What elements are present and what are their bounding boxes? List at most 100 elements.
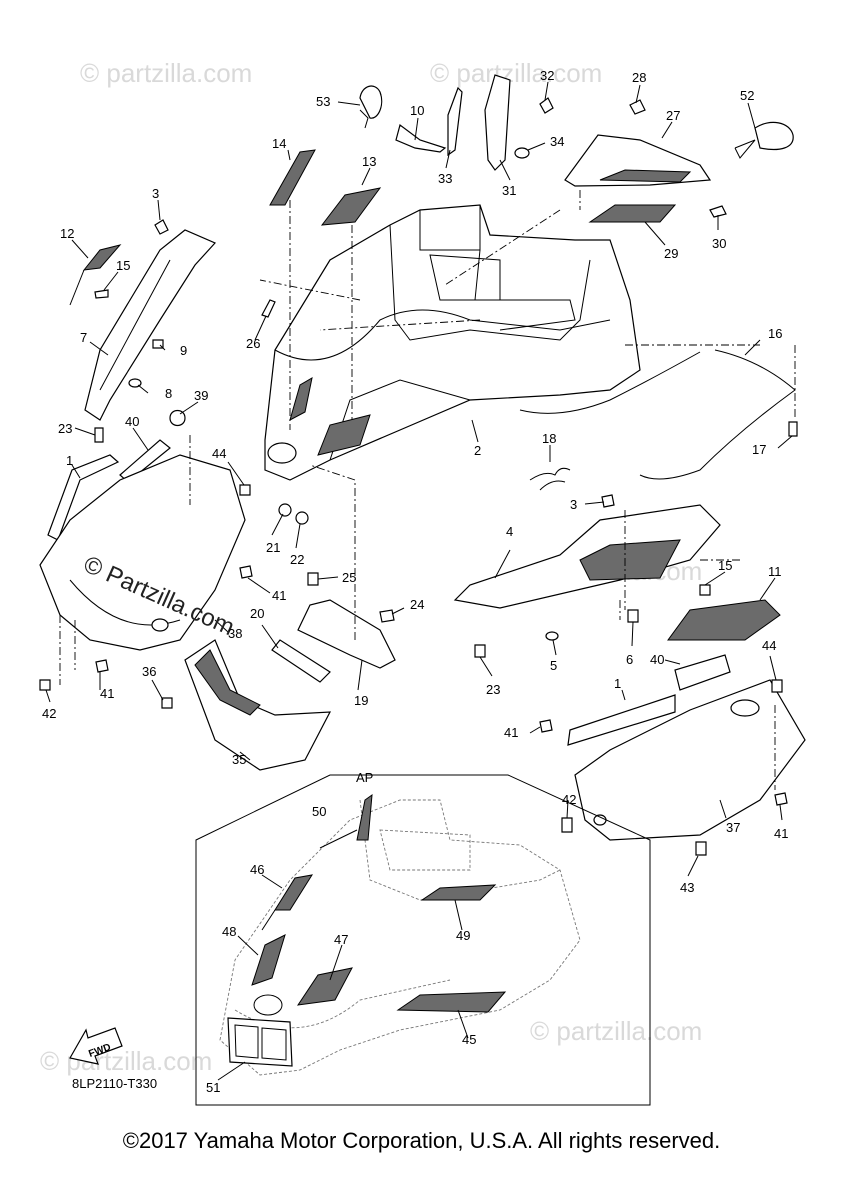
copyright-notice: ©2017 Yamaha Motor Corporation, U.S.A. A… <box>122 1128 721 1153</box>
part-label-41a: 41 <box>272 588 286 603</box>
clip-part-15b <box>699 584 711 596</box>
bolt-part-36 <box>161 697 173 709</box>
part-label-43: 43 <box>680 880 694 895</box>
part-label-42b: 42 <box>562 792 576 807</box>
part-label-12: 12 <box>60 226 74 241</box>
mirror-part-53 <box>359 85 383 119</box>
part-label-20: 20 <box>250 606 264 621</box>
part-label-21: 21 <box>266 540 280 555</box>
fwd-arrow-icon: FWD <box>69 1027 123 1065</box>
strip-part-40b <box>674 654 731 691</box>
vent-part-12 <box>82 244 122 271</box>
clip-part-41c <box>539 719 553 733</box>
part-label-30: 30 <box>712 236 726 251</box>
vent-part-45 <box>396 991 507 1013</box>
part-label-46: 46 <box>250 862 264 877</box>
watermark-faint: © partzilla.com <box>40 1046 212 1076</box>
part-label-41b: 41 <box>100 686 114 701</box>
part-label-7: 7 <box>80 330 87 345</box>
part-label-3b: 3 <box>570 497 577 512</box>
vent-part-49 <box>420 884 497 901</box>
part-label-5: 5 <box>550 658 557 673</box>
part-label-18: 18 <box>542 431 556 446</box>
watermark-faint: © partzilla.com <box>430 58 602 88</box>
part-label-19: 19 <box>354 693 368 708</box>
part-label-23b: 23 <box>486 682 500 697</box>
inset-ap: AP <box>195 770 651 1106</box>
bolt-part-21 <box>278 503 292 517</box>
part-label-31: 31 <box>502 183 516 198</box>
bolt-part-23b <box>474 644 486 658</box>
bolt-part-23a <box>94 427 104 443</box>
part-label-17: 17 <box>752 442 766 457</box>
part-label-47: 47 <box>334 932 348 947</box>
inset-label: AP <box>356 770 373 785</box>
part-label-22: 22 <box>290 552 304 567</box>
part-label-37: 37 <box>726 820 740 835</box>
bolt-part-17 <box>788 421 798 437</box>
part-label-36: 36 <box>142 664 156 679</box>
part-label-15a: 15 <box>116 258 130 273</box>
part-label-25: 25 <box>342 570 356 585</box>
part-label-14: 14 <box>272 136 286 151</box>
bracket-part-19 <box>297 599 396 669</box>
vent-part-13 <box>320 187 382 226</box>
pad-part-20 <box>271 639 331 683</box>
part-label-44a: 44 <box>212 446 226 461</box>
diagram-code: 8LP2110-T330 <box>72 1076 157 1091</box>
part-label-44b: 44 <box>762 638 776 653</box>
clip-part-32 <box>539 97 554 114</box>
part-number-labels: 53 10 33 31 32 34 28 27 29 30 52 14 13 3… <box>42 68 788 1095</box>
bracket-part-10 <box>395 123 447 153</box>
part-label-23a: 23 <box>58 421 72 436</box>
part-label-13: 13 <box>362 154 376 169</box>
bolt-part-43 <box>695 841 707 856</box>
part-label-51: 51 <box>206 1080 220 1095</box>
part-label-15b: 15 <box>718 558 732 573</box>
part-label-41d: 41 <box>774 826 788 841</box>
washer-part-5 <box>545 631 559 641</box>
part-label-40a: 40 <box>125 414 139 429</box>
part-label-11: 11 <box>768 564 782 579</box>
part-label-42a: 42 <box>42 706 56 721</box>
part-label-41c: 41 <box>504 725 518 740</box>
part-label-40b: 40 <box>650 652 664 667</box>
part-label-38: 38 <box>228 626 242 641</box>
windshield-part-31 <box>484 74 511 171</box>
nut-part-22 <box>295 511 309 525</box>
part-label-39: 39 <box>194 388 208 403</box>
hood-part-2 <box>264 204 641 481</box>
clip-part-15a <box>94 289 109 299</box>
vent-part-14 <box>269 149 316 206</box>
clip-part-30 <box>709 205 727 218</box>
nut-part-24 <box>379 609 395 623</box>
cable-part-16 <box>519 349 796 480</box>
vent-part-46 <box>274 874 314 911</box>
part-label-29: 29 <box>664 246 678 261</box>
part-label-24: 24 <box>410 597 424 612</box>
trim-part-1b <box>567 694 676 746</box>
part-label-33: 33 <box>438 171 452 186</box>
bolt-part-42b <box>561 817 573 833</box>
part-label-32: 32 <box>540 68 554 83</box>
mirror-part-52 <box>754 121 794 151</box>
part-label-10: 10 <box>410 103 424 118</box>
part-label-49: 49 <box>456 928 470 943</box>
part-label-50: 50 <box>312 804 326 819</box>
side-panel-part-7 <box>84 229 217 421</box>
part-label-34: 34 <box>550 134 564 149</box>
grommet-part-39 <box>169 409 186 427</box>
part-label-35: 35 <box>232 752 246 767</box>
nut-part-3a <box>154 219 169 235</box>
nut-part-3b <box>601 494 615 508</box>
lower-panel-part-37 <box>574 679 806 841</box>
spring-part-18 <box>529 467 571 491</box>
clip-part-41b <box>95 659 109 673</box>
bolt-part-44a <box>239 484 251 496</box>
part-label-27: 27 <box>666 108 680 123</box>
part-label-16: 16 <box>768 326 782 341</box>
watermark-faint: © partzilla.com <box>80 58 252 88</box>
bolt-part-44b <box>771 679 783 693</box>
part-label-53: 53 <box>316 94 330 109</box>
